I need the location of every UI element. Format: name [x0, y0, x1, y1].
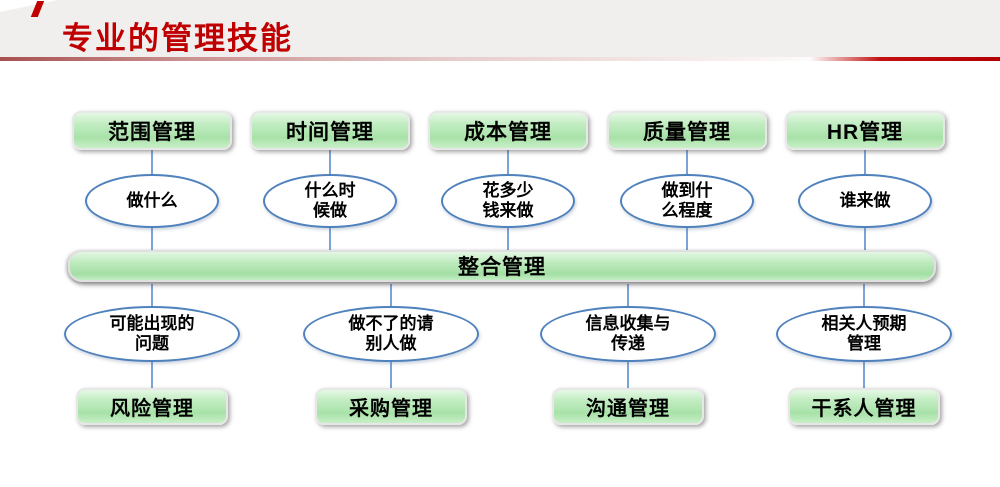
communication-question-ellipse: 信息收集与 传递 — [540, 306, 716, 362]
header-divider — [0, 57, 1000, 61]
slide-header: 专业的管理技能 — [0, 0, 1000, 57]
risk-management-box: 风险管理 — [76, 388, 228, 425]
procurement-management-box: 采购管理 — [315, 388, 467, 425]
risk-question-ellipse: 可能出现的 问题 — [64, 306, 240, 362]
quality-management-box: 质量管理 — [607, 111, 767, 150]
scope-management-box: 范围管理 — [72, 111, 232, 150]
cost-management-box: 成本管理 — [428, 111, 588, 150]
scope-question-ellipse: 做什么 — [85, 174, 219, 228]
corner-decoration — [0, 0, 58, 12]
hr-question-ellipse: 谁来做 — [798, 174, 932, 228]
hr-management-box: HR管理 — [785, 111, 945, 150]
integration-management-bar: 整合管理 — [68, 250, 936, 282]
stakeholder-management-box: 干系人管理 — [788, 388, 940, 425]
procurement-question-ellipse: 做不了的请 别人做 — [303, 306, 479, 362]
communication-management-box: 沟通管理 — [552, 388, 704, 425]
cost-question-ellipse: 花多少 钱来做 — [441, 174, 575, 228]
time-question-ellipse: 什么时 候做 — [263, 174, 397, 228]
quality-question-ellipse: 做到什 么程度 — [620, 174, 754, 228]
stakeholder-question-ellipse: 相关人预期 管理 — [776, 306, 952, 362]
time-management-box: 时间管理 — [250, 111, 410, 150]
page-title: 专业的管理技能 — [62, 21, 293, 56]
